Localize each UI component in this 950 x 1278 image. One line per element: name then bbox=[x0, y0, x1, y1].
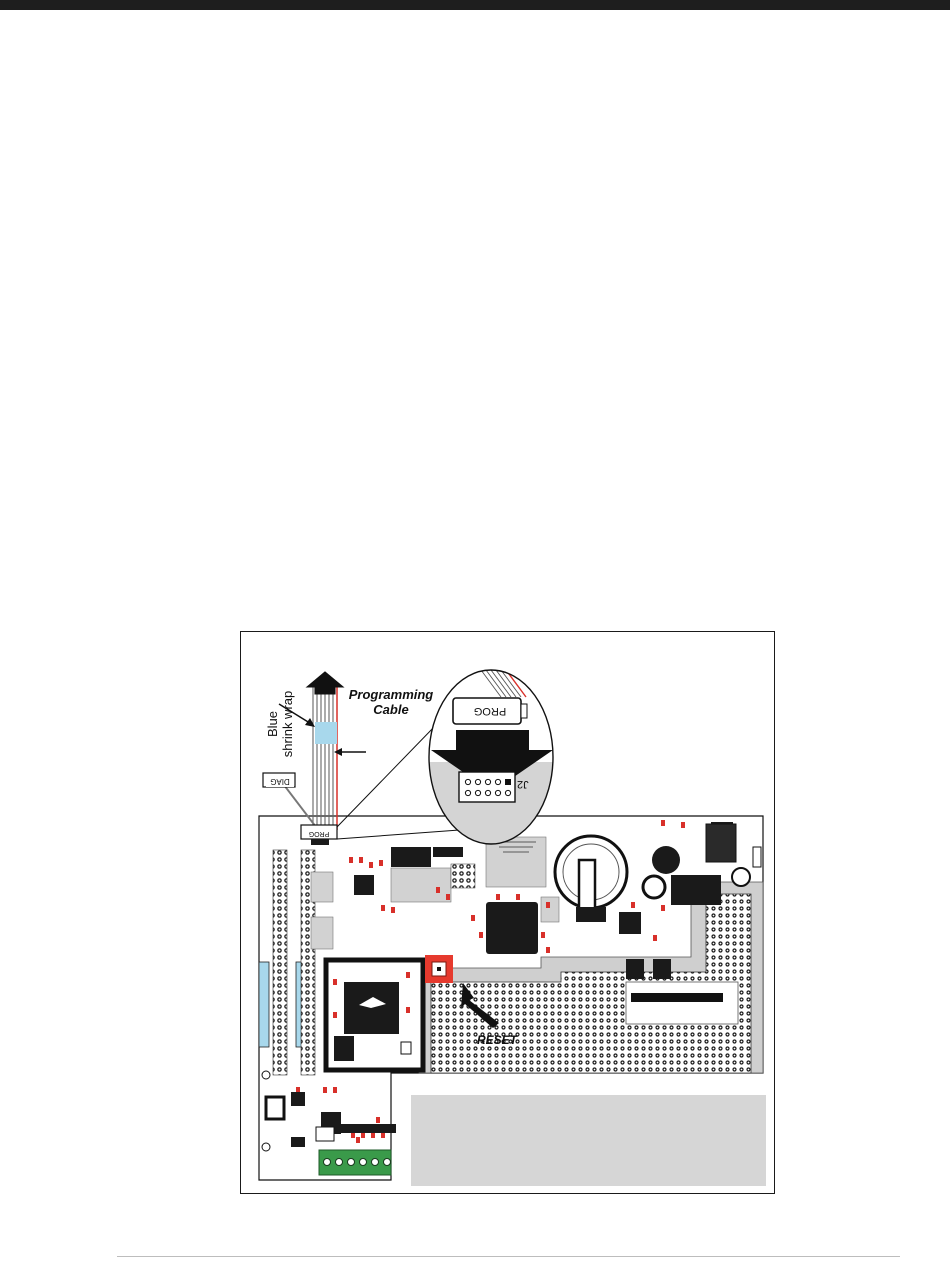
programming-cable-label: Programming Cable bbox=[341, 687, 441, 717]
reset-label: RESET bbox=[477, 1033, 517, 1047]
footer-divider bbox=[117, 1256, 900, 1257]
shrink-wrap-label: Blue shrink wrap bbox=[265, 674, 305, 774]
prog-header-label: PROG bbox=[304, 828, 334, 838]
board-figure: Programming Cable Blue shrink wrap RESET… bbox=[240, 631, 775, 1194]
terminal-block bbox=[319, 1150, 391, 1175]
caption-panel bbox=[411, 1095, 766, 1186]
page-header-bar bbox=[0, 0, 950, 10]
diag-header-label: DIAG bbox=[266, 775, 294, 787]
prog-connector-label: PROG bbox=[462, 704, 518, 718]
j2-label: J2 bbox=[517, 778, 529, 790]
